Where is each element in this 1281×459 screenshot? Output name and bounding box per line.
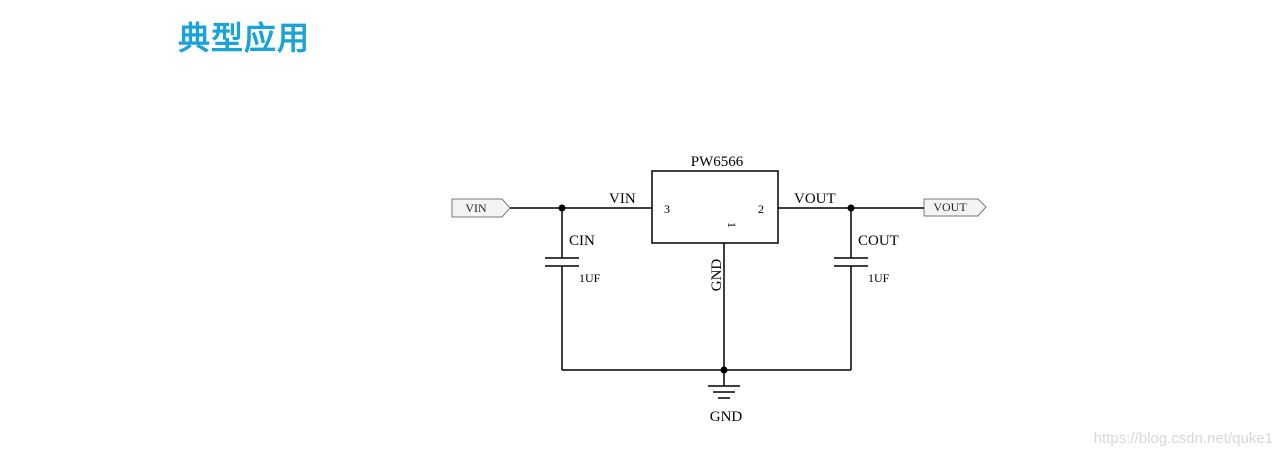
ic-pin-in-number: 3 — [664, 202, 670, 216]
vout-port: VOUT — [923, 198, 987, 217]
vin-junction — [558, 204, 566, 212]
ic-pin-out-number: 2 — [758, 202, 764, 216]
gnd-symbol-label: GND — [710, 409, 743, 425]
ground-symbol — [708, 385, 740, 399]
watermark: https://blog.csdn.net/quke1 — [1093, 430, 1273, 447]
cin-label: CIN — [569, 233, 595, 249]
cout-value: 1UF — [868, 271, 890, 285]
regulator-ic — [651, 170, 779, 244]
vout-net-label: VOUT — [794, 191, 836, 207]
cout-label: COUT — [858, 233, 899, 249]
gnd-pin-net-label: GND — [709, 259, 725, 292]
output-capacitor — [834, 257, 868, 267]
input-capacitor — [545, 257, 579, 267]
ic-pin-gnd-number: 1 — [725, 222, 739, 228]
vin-port-label: VIN — [465, 201, 487, 215]
page-title: 典型应用 — [178, 19, 311, 57]
cin-value: 1UF — [579, 271, 601, 285]
vin-net-label: VIN — [609, 191, 636, 207]
vout-junction — [847, 204, 855, 212]
vout-port-shape — [923, 198, 987, 217]
gnd-junction — [720, 366, 728, 374]
vout-port-label: VOUT — [933, 200, 967, 214]
vin-port: VIN — [451, 198, 511, 218]
ic-part-name: PW6566 — [691, 154, 744, 170]
vin-port-shape — [451, 198, 511, 218]
